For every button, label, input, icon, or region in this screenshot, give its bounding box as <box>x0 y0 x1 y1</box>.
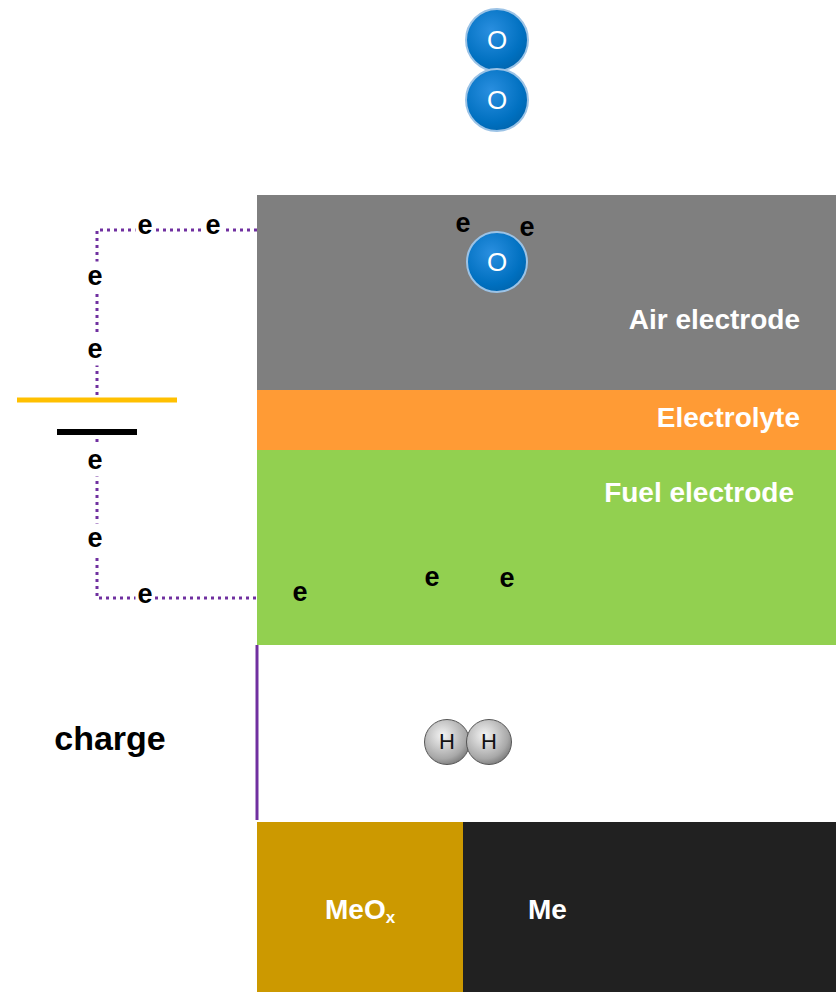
circuit-wire <box>97 432 257 598</box>
chamber-wall <box>256 645 259 820</box>
hydrogen-atom: H <box>424 719 470 765</box>
fuel-electrode-layer: Fuel electrode <box>257 450 836 645</box>
subscript-text: x <box>386 908 395 927</box>
node-text: Air electrode <box>629 304 800 335</box>
node-text: MeO <box>325 894 386 925</box>
air-electrode-layer: O Air electrode <box>257 195 836 390</box>
node-label: Fuel electrode <box>604 479 794 507</box>
electron-label: e <box>85 262 104 293</box>
oxygen-atom: O <box>465 68 529 132</box>
node-label: Electrolyte <box>657 404 800 432</box>
node-label: O <box>487 27 507 53</box>
node-label: Me <box>528 896 567 924</box>
node-text: O <box>487 85 507 115</box>
electron-label: e <box>85 524 104 555</box>
node-label: H <box>439 731 455 753</box>
electrolyte-layer: Electrolyte <box>257 390 836 450</box>
node-text: O <box>487 25 507 55</box>
battery-plate <box>17 398 177 403</box>
oxygen-ion: O <box>466 231 528 293</box>
electron-label: e <box>85 335 104 366</box>
electron-label: e <box>203 211 222 242</box>
node-text: Me <box>528 894 567 925</box>
circuit-wire <box>97 230 257 400</box>
electron-label: e <box>135 211 154 242</box>
battery-plate <box>57 429 137 435</box>
electron-label: e <box>499 565 514 592</box>
mode-label: charge <box>54 721 166 755</box>
metal-block: Me <box>463 822 836 992</box>
electron-label: e <box>424 564 439 591</box>
electron-label: e <box>455 210 470 237</box>
node-text: Electrolyte <box>657 402 800 433</box>
hydrogen-atom: H <box>466 719 512 765</box>
electron-label: e <box>292 579 307 606</box>
node-text: H <box>439 729 455 754</box>
node-label: O <box>487 249 507 275</box>
node-text: H <box>481 729 497 754</box>
node-label: MeOx <box>325 896 395 926</box>
metal-oxide-block: MeOx <box>257 822 463 992</box>
oxygen-atom: O <box>465 8 529 72</box>
node-text: Fuel electrode <box>604 477 794 508</box>
electron-label: e <box>135 580 154 611</box>
node-text: O <box>487 247 507 277</box>
electron-label: e <box>85 446 104 477</box>
node-label: Air electrode <box>629 306 800 334</box>
electron-label: e <box>519 214 534 241</box>
node-label: H <box>481 731 497 753</box>
node-label: O <box>487 87 507 113</box>
